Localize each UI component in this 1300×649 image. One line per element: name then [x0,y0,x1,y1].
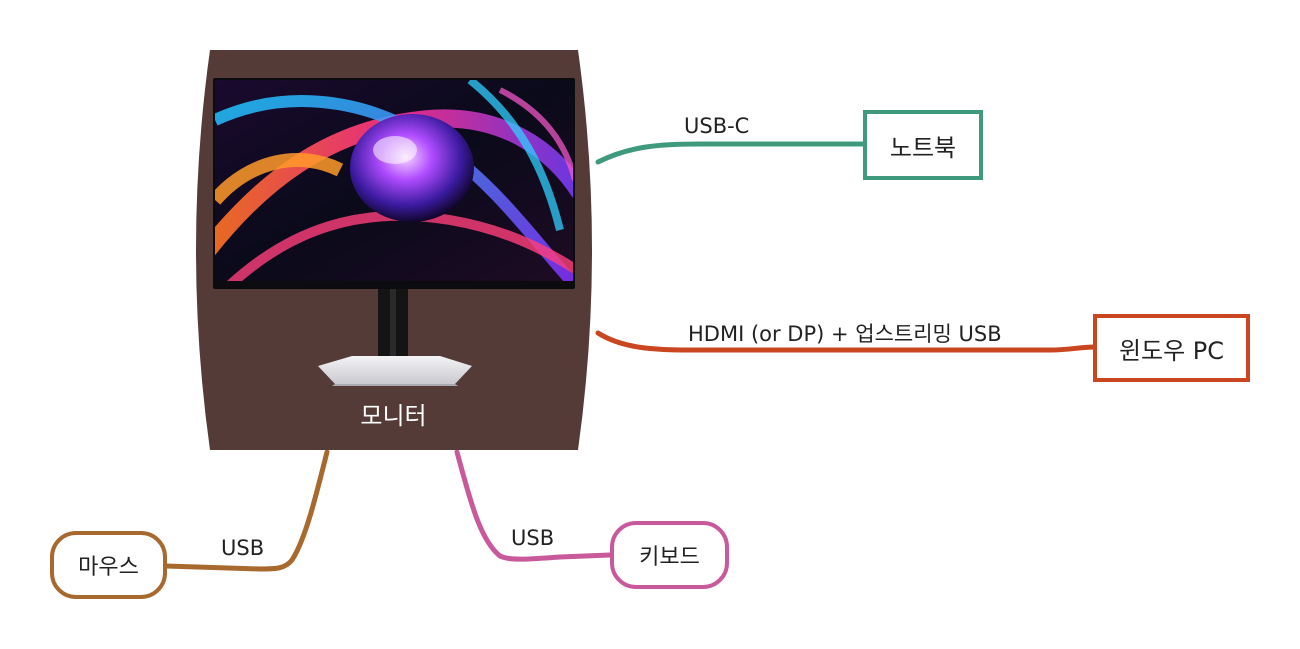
edge-keyboard [454,449,613,562]
edge-mouse [163,449,330,572]
windows-pc-node-label: 윈도우 PC [1118,336,1225,365]
monitor-node-label: 모니터 [360,402,427,430]
mouse-node[interactable]: 마우스 [50,531,167,599]
edge-windows-pc [595,330,1097,353]
edge-label-windows-pc: HDMI (or DP) + 업스트리밍 USB [688,322,1002,346]
notebook-node[interactable]: 노트북 [863,110,983,180]
windows-pc-node[interactable]: 윈도우 PC [1093,314,1250,382]
notebook-node-label: 노트북 [889,133,957,162]
monitor-photo [213,78,575,386]
edge-notebook [595,141,867,165]
edge-label-notebook: USB-C [684,114,750,138]
edge-label-keyboard: USB [511,526,555,550]
keyboard-node-label: 키보드 [639,545,700,570]
edge-label-mouse: USB [221,536,265,560]
keyboard-node[interactable]: 키보드 [610,521,729,589]
mouse-node-label: 마우스 [78,555,139,580]
